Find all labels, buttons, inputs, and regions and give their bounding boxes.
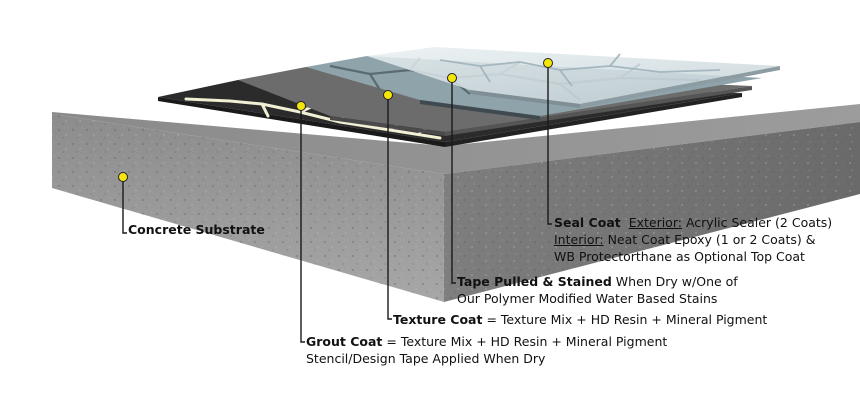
seal-interior-label: Interior:	[554, 232, 604, 247]
grout-title: Grout Coat	[306, 334, 382, 349]
seal-line-3: WB Protectorthane as Optional Top Coat	[554, 248, 832, 265]
marker-grout	[297, 102, 306, 111]
seal-title: Seal Coat	[554, 215, 621, 230]
concrete-label: Concrete Substrate	[128, 221, 265, 238]
seal-line-2: Interior: Neat Coat Epoxy (1 or 2 Coats)…	[554, 231, 832, 248]
marker-seal	[544, 59, 553, 68]
grout-line-2: Stencil/Design Tape Applied When Dry	[306, 350, 667, 367]
texture-text: = Texture Mix + HD Resin + Mineral Pigme…	[486, 312, 767, 327]
texture-title: Texture Coat	[393, 312, 482, 327]
tape-line-1: Tape Pulled & Stained When Dry w/One of	[457, 273, 738, 290]
marker-tape	[448, 74, 457, 83]
grout-text: = Texture Mix + HD Resin + Mineral Pigme…	[386, 334, 667, 349]
seal-exterior-label: Exterior:	[629, 215, 682, 230]
concrete-title: Concrete Substrate	[128, 222, 265, 237]
tape-label: Tape Pulled & Stained When Dry w/One of …	[457, 273, 738, 307]
grout-line-1: Grout Coat = Texture Mix + HD Resin + Mi…	[306, 333, 667, 350]
seal-label: Seal Coat Exterior: Acrylic Sealer (2 Co…	[554, 214, 832, 265]
grout-label: Grout Coat = Texture Mix + HD Resin + Mi…	[306, 333, 667, 367]
seal-interior-text: Neat Coat Epoxy (1 or 2 Coats) &	[608, 232, 816, 247]
marker-texture	[384, 91, 393, 100]
tape-line-2: Our Polymer Modified Water Based Stains	[457, 290, 738, 307]
marker-concrete	[119, 173, 128, 182]
tape-text: When Dry w/One of	[616, 274, 738, 289]
tape-title: Tape Pulled & Stained	[457, 274, 612, 289]
seal-line-1: Seal Coat Exterior: Acrylic Sealer (2 Co…	[554, 214, 832, 231]
seal-exterior-text: Acrylic Sealer (2 Coats)	[686, 215, 832, 230]
texture-label: Texture Coat = Texture Mix + HD Resin + …	[393, 311, 767, 328]
